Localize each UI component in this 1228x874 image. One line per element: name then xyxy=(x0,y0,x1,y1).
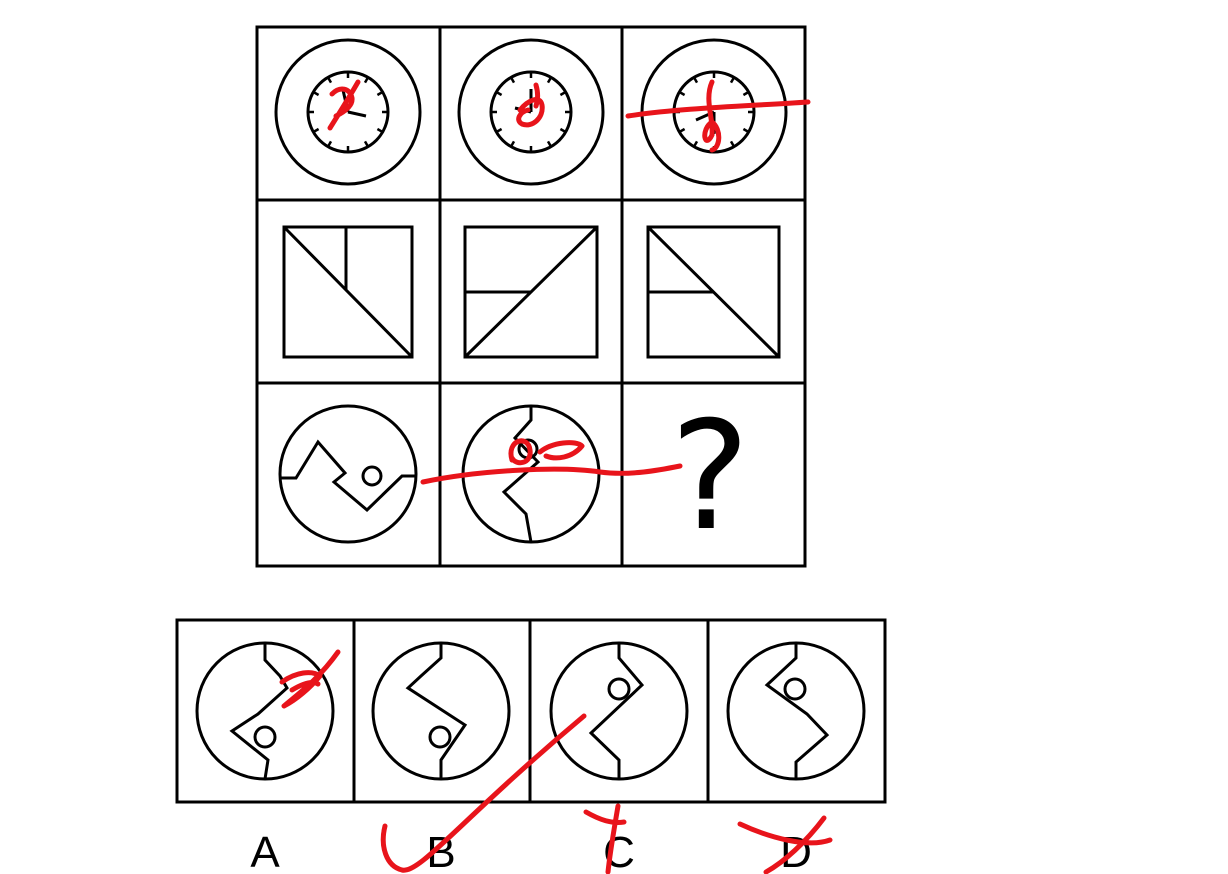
options-grid xyxy=(175,618,887,804)
clock-figure-2 xyxy=(457,38,605,186)
clock-tick xyxy=(546,76,553,84)
annotation-option-a-scribble xyxy=(279,649,341,709)
annotation-clock-3-loop xyxy=(702,79,722,153)
clock-tick xyxy=(729,76,736,84)
clock-tick xyxy=(509,140,516,148)
clock-tick xyxy=(546,140,553,148)
annotation-row3-stroke xyxy=(420,463,683,485)
annotation-row3-loops xyxy=(508,438,585,466)
clock-tick xyxy=(376,127,384,134)
clock-tick xyxy=(326,76,333,84)
clock-tick xyxy=(312,90,320,97)
clock-tick xyxy=(326,140,333,148)
clock-tick xyxy=(312,127,320,134)
clock-tick xyxy=(742,90,750,97)
option-a-figure[interactable] xyxy=(195,641,335,781)
square-figure-1 xyxy=(282,225,414,359)
annotation-option-c-cross xyxy=(583,803,627,874)
clock-tick xyxy=(495,127,503,134)
clock-tick xyxy=(742,127,750,134)
clock-tick xyxy=(363,140,370,148)
annotation-clock-3-strike xyxy=(625,99,811,119)
clock-figure-1 xyxy=(274,38,422,186)
zigzag-figure-1 xyxy=(278,404,418,544)
square-figure-3 xyxy=(646,225,781,359)
clock-tick xyxy=(509,76,516,84)
annotation-option-b-check xyxy=(380,713,587,873)
red-annotations xyxy=(279,79,833,874)
question-mark: ? xyxy=(670,390,750,564)
clock-tick xyxy=(376,90,384,97)
clock-tick xyxy=(363,76,370,84)
matrix-grid xyxy=(255,25,807,568)
clock-tick xyxy=(559,90,567,97)
clock-tick xyxy=(678,90,686,97)
clock-tick xyxy=(729,140,736,148)
annotation-clock-1-scribble xyxy=(327,79,361,131)
annotation-clock-2-loop xyxy=(516,82,545,128)
option-d-figure[interactable] xyxy=(726,641,866,781)
option-c-figure[interactable] xyxy=(549,641,689,781)
annotation-option-d-cross xyxy=(737,815,833,874)
clock-tick xyxy=(692,140,699,148)
option-b-figure[interactable] xyxy=(371,641,511,781)
clock-tick xyxy=(692,76,699,84)
clock-tick xyxy=(559,127,567,134)
square-figure-2 xyxy=(463,225,599,359)
clock-tick xyxy=(678,127,686,134)
option-a-label[interactable]: A xyxy=(250,828,280,874)
clock-tick xyxy=(495,90,503,97)
